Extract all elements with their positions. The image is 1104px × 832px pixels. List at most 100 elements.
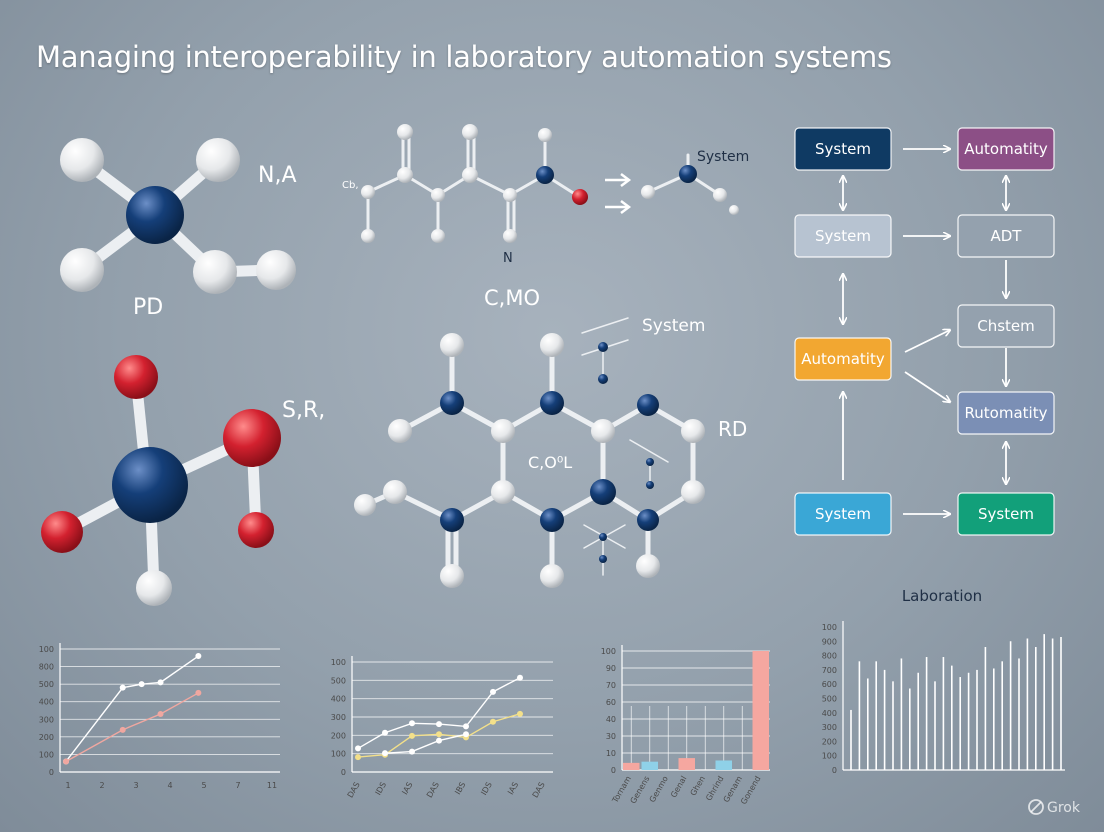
label-cmo: C,MO <box>484 286 540 310</box>
chart-2-point <box>517 710 523 717</box>
flow-node-box <box>957 492 1055 536</box>
flow-node-label: System <box>978 505 1034 523</box>
chart-3-bar <box>678 758 695 770</box>
chart-2-point <box>409 748 415 755</box>
flow-node-label: ADT <box>991 227 1023 245</box>
chart-3-y-tick: 100 <box>601 647 616 656</box>
chart-2-x-tick: IDS <box>479 781 494 797</box>
chart-1-y-tick: 100 <box>39 645 54 654</box>
chart-4-y-tick: 100 <box>822 752 837 761</box>
page-title: Managing interoperability in laboratory … <box>36 40 892 74</box>
chart-4-y-tick: 0 <box>832 766 837 775</box>
label-rd: RD <box>718 417 747 441</box>
flow-node-box <box>794 492 892 536</box>
chart-1-point <box>157 679 164 686</box>
grok-icon <box>1028 799 1044 815</box>
flow-node-label: Rutomatity <box>965 404 1048 422</box>
chart-2-point <box>355 745 361 752</box>
chart-2-point <box>355 754 361 761</box>
chart-1-x-tick: 5 <box>201 781 206 790</box>
chart-1-point <box>63 758 69 765</box>
chart-4-y-tick: 300 <box>822 723 837 732</box>
chart-2-point <box>517 674 523 681</box>
flow-node-n5: Chstem <box>957 304 1055 348</box>
label-col: C,O⁰L <box>528 453 572 472</box>
chart-2-x-tick: DAS <box>425 781 441 800</box>
flow-node-label: System <box>815 227 871 245</box>
chart-2-x-tick: IDS <box>374 781 389 797</box>
chart-1-y-tick: 200 <box>39 733 54 742</box>
flow-node-label: Automatity <box>964 140 1048 158</box>
chart-4-y-tick: 500 <box>822 695 837 704</box>
chart-1-y-tick: 0 <box>49 768 54 777</box>
chart-4-title: Laboration <box>902 587 982 605</box>
chart-1-series-1-line <box>65 692 199 763</box>
chart-4-y-tick: 600 <box>822 680 837 689</box>
reaction-arrows-icon <box>605 173 632 214</box>
chart-1-point <box>195 689 202 696</box>
label-sr: S,R, <box>282 398 325 423</box>
flow-node-box <box>957 127 1055 171</box>
chart-4-y-tick: 200 <box>822 737 837 746</box>
chart-2-point <box>490 718 496 725</box>
flow-node-n1: System <box>794 127 892 171</box>
flow-node-label: Automatity <box>801 350 885 368</box>
flow-node-label: System <box>815 505 871 523</box>
flow-node-n3: System <box>794 214 892 258</box>
chart-2-x-tick: DAS <box>346 781 362 800</box>
chart-2-point <box>382 750 388 757</box>
chart-2-y-tick: 400 <box>331 695 346 704</box>
chart-2-point <box>436 731 442 738</box>
chart-2-y-tick: 100 <box>331 750 346 759</box>
chart-3-x-tick: Genal <box>669 775 688 800</box>
chart-1-y-tick: 300 <box>39 715 54 724</box>
flow-node-box <box>957 214 1055 258</box>
chart-3-y-tick: 70 <box>606 681 616 690</box>
chart-2-x-tick: IAS <box>506 781 520 797</box>
flow-node-box <box>794 337 892 381</box>
chart-1-point <box>119 684 126 691</box>
chart-2-point <box>436 721 442 728</box>
chart-2-point <box>436 737 442 744</box>
chart-4-y-tick: 100 <box>822 623 837 632</box>
chart-1-y-tick: 100 <box>39 750 54 759</box>
chart-1-point <box>157 711 164 718</box>
watermark-text: Grok <box>1047 800 1081 816</box>
chart-1-y-tick: 400 <box>39 698 54 707</box>
chart-1-x-tick: 7 <box>235 781 240 790</box>
chart-2-point <box>382 729 388 736</box>
flow-node-box <box>957 391 1055 435</box>
chart-3-x-tick: Ghen <box>689 775 707 798</box>
chart-4-y-tick: 900 <box>822 637 837 646</box>
chart-4-y-tick: 400 <box>822 709 837 718</box>
chart-1-y-tick: 500 <box>39 680 54 689</box>
chart-1-x-tick: 4 <box>167 781 172 790</box>
chart-3-y-tick: 30 <box>606 732 616 741</box>
chart-2-x-tick: DAS <box>531 781 547 800</box>
chart-1-x-tick: 1 <box>65 781 70 790</box>
chart-1-x-tick: 11 <box>267 781 277 790</box>
molecule-top-center <box>361 124 739 243</box>
chart-2-point <box>409 720 415 727</box>
chart-1-point <box>119 726 126 733</box>
molecule-hexagon <box>354 317 705 588</box>
flow-node-label: System <box>815 140 871 158</box>
chart-3-y-tick: 90 <box>606 664 616 673</box>
chart-1-y-tick: 800 <box>39 663 54 672</box>
chart-2-point <box>490 688 496 695</box>
chart-3-y-tick: 60 <box>606 698 616 707</box>
chart-2-y-tick: 300 <box>331 713 346 722</box>
chart-2-x-tick: IBS <box>453 781 467 797</box>
flow-node-box <box>794 127 892 171</box>
chart-2-point <box>463 723 469 730</box>
molecule-bottom-left <box>41 355 281 606</box>
label-cb: Cb, <box>342 180 359 191</box>
flow-node-n9: System <box>957 492 1055 536</box>
chart-2-point <box>409 732 415 739</box>
chart-4-y-tick: 800 <box>822 652 837 661</box>
chart-1-point <box>195 653 202 660</box>
flow-connectors <box>843 149 1006 514</box>
